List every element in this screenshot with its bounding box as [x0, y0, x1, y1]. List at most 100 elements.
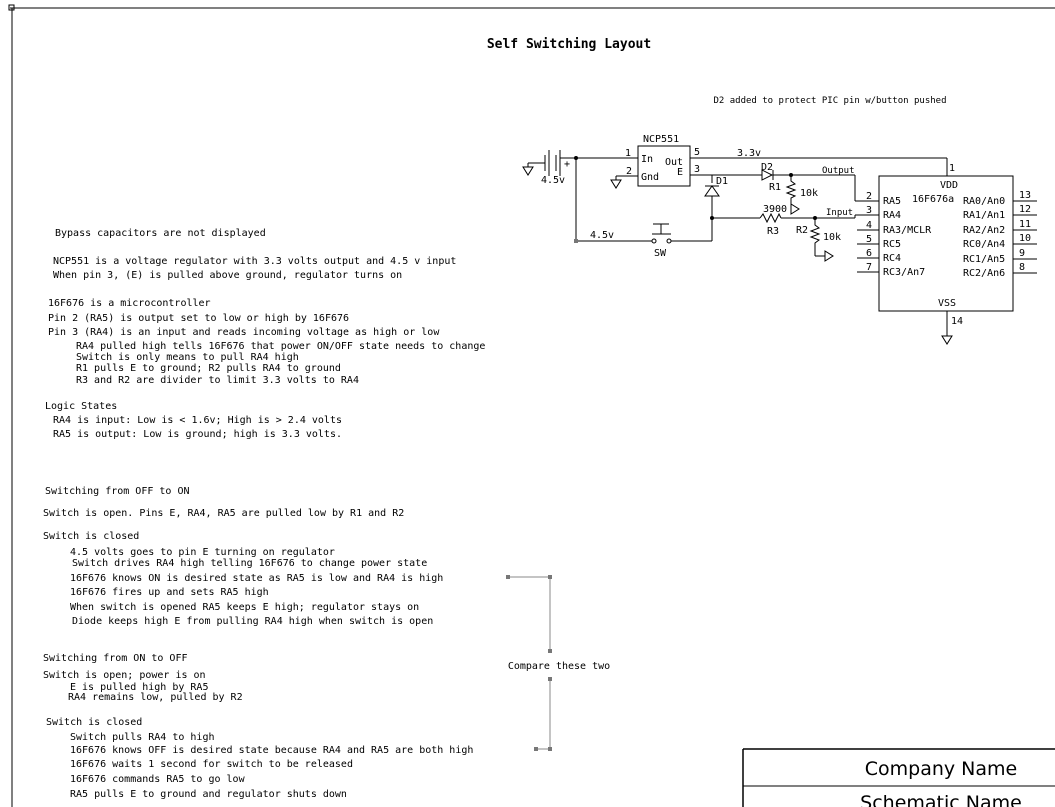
company-name: Company Name: [865, 758, 1017, 780]
d2-note: D2 added to protect PIC pin w/button pus…: [714, 96, 947, 106]
regulator-body: [637, 145, 691, 187]
ground-symbol-mcu: [941, 335, 953, 345]
regulator-pin-gnd-label: Gnd: [641, 172, 659, 183]
regulator-pin3-num: 3: [694, 164, 700, 175]
regulator-name: NCP551: [643, 134, 679, 145]
regulator-pin5-num: 5: [694, 147, 700, 158]
regulator-pin1-num: 1: [625, 148, 631, 159]
mcu-pin-name: RA1/An1: [963, 210, 1005, 221]
mcu-pin-name: RA5: [883, 196, 901, 207]
resistor-r2: [809, 218, 821, 256]
regulator-pin-out-label: Out: [665, 157, 683, 168]
mcu-pin-number: 11: [1019, 219, 1031, 230]
regulator-pin-e-label: E: [677, 167, 683, 178]
mcu-pin-name: RC1/An5: [963, 254, 1005, 265]
mcu-pin-name: RA3/MCLR: [883, 225, 932, 236]
note-line: E is pulled high by RA5: [70, 682, 208, 693]
battery-voltage-label: 4.5v: [541, 175, 565, 186]
compare-bracket: [506, 575, 552, 751]
diode-d1: [704, 185, 720, 197]
note-line: 4.5 volts goes to pin E turning on regul…: [70, 547, 335, 558]
switch-ref: SW: [654, 248, 667, 259]
mcu-pin-name: RC2/An6: [963, 268, 1005, 279]
note-line: 16F676 knows OFF is desired state becaus…: [70, 745, 473, 756]
page-title: Self Switching Layout: [487, 37, 651, 52]
schematic-name: Schematic Name: [860, 792, 1022, 807]
note-line: RA4 remains low, pulled by R2: [68, 692, 243, 703]
r1-value: 10k: [800, 188, 818, 199]
r2-ref: R2: [796, 225, 808, 236]
mcu-pin-name: RA4: [883, 210, 901, 221]
mcu-pin1-num: 1: [949, 163, 955, 174]
mcu-pin-name: RC5: [883, 239, 901, 250]
note-line: Switch is open; power is on: [43, 670, 206, 681]
regulator-pin2-num: 2: [626, 166, 632, 177]
note-line: RA5 is output: Low is ground; high is 3.…: [53, 429, 342, 440]
regulator-pin-in-label: In: [641, 154, 653, 165]
d1-label: D1: [716, 176, 728, 187]
note-line: 16F676 is a microcontroller: [48, 298, 211, 309]
mcu-pin-number: 10: [1019, 233, 1031, 244]
mcu-pin-name: RC3/An7: [883, 267, 925, 278]
mcu-pin-number: 7: [866, 262, 872, 273]
mcu-pin-number: 8: [1019, 262, 1025, 273]
note-line: Logic States: [45, 401, 117, 412]
note-line: When pin 3, (E) is pulled above ground, …: [53, 270, 402, 281]
note-line: Switch pulls RA4 to high: [70, 732, 215, 743]
mcu-pin-name: RC0/An4: [963, 239, 1005, 250]
r2-value: 10k: [823, 232, 841, 243]
note-line: Switch is open. Pins E, RA4, RA5 are pul…: [43, 508, 404, 519]
mcu-pin-number: 4: [866, 220, 872, 231]
net-45v-label: 4.5v: [590, 230, 614, 241]
note-line: Switch is closed: [43, 531, 139, 542]
r1-ref: R1: [769, 182, 781, 193]
note-line: Switch drives RA4 high telling 16F676 to…: [72, 558, 427, 569]
mcu-left-pins: 2 RA5 3 RA4 4 RA3/MCLR 5 RC5 6 RC4 7 RC3/An7: [857, 191, 932, 278]
wire-end-marker: [574, 239, 578, 243]
mcu-pin-number: 12: [1019, 204, 1031, 215]
note-line: 16F676 commands RA5 to go low: [70, 774, 246, 785]
note-line: R1 pulls E to ground; R2 pulls RA4 to gr…: [76, 363, 341, 374]
battery-symbol: [522, 150, 561, 176]
net-input-label: Input: [826, 208, 853, 218]
sheet-corner-marker: [8, 4, 15, 11]
mcu-pin-number: 13: [1019, 190, 1031, 201]
resistor-r3: [759, 212, 782, 224]
push-switch: [651, 223, 672, 244]
r3-ref: R3: [767, 226, 779, 237]
note-line: RA4 pulled high tells 16F676 that power …: [76, 341, 485, 352]
note-line: 16F676 fires up and sets RA5 high: [70, 587, 269, 598]
net-33v-label: 3.3v: [737, 148, 761, 159]
mcu-pin-number: 2: [866, 191, 872, 202]
note-line: RA5 pulls E to ground and regulator shut…: [70, 789, 347, 800]
resistor-r1: [785, 175, 797, 205]
mcu-pin-name: RA2/An2: [963, 225, 1005, 236]
note-line: NCP551 is a voltage regulator with 3.3 v…: [53, 256, 456, 267]
mcu-pin-number: 3: [866, 205, 872, 216]
r3-value: 3900: [763, 204, 787, 215]
note-line: Switching from OFF to ON: [45, 486, 190, 497]
mcu-pin-name: RC4: [883, 253, 901, 264]
note-line: Switch is closed: [46, 717, 142, 728]
mcu-pin-number: 6: [866, 248, 872, 259]
battery-plus-label: +: [564, 159, 570, 170]
note-line: Diode keeps high E from pulling RA4 high…: [72, 616, 433, 627]
notes-text: Bypass capacitors are not displayedNCP55…: [43, 228, 485, 800]
mcu-pin-name: RA0/An0: [963, 196, 1005, 207]
note-line: RA4 is input: Low is < 1.6v; High is > 2…: [53, 415, 342, 426]
mcu-pin-number: 5: [866, 234, 872, 245]
mcu-vdd-label: VDD: [940, 180, 958, 191]
note-line: Switching from ON to OFF: [43, 653, 188, 664]
mcu-vss-label: VSS: [938, 298, 956, 309]
compare-label: Compare these two: [508, 661, 610, 672]
note-line: Bypass capacitors are not displayed: [55, 228, 266, 239]
note-line: R3 and R2 are divider to limit 3.3 volts…: [76, 375, 359, 386]
ground-symbol-r1: [790, 203, 800, 215]
note-line: Switch is only means to pull RA4 high: [76, 352, 299, 363]
note-line: When switch is opened RA5 keeps E high; …: [70, 602, 419, 613]
net-output-label: Output: [822, 166, 855, 176]
ground-symbol-regulator: [610, 179, 622, 189]
ground-symbol-r2: [824, 250, 834, 262]
note-line: Pin 2 (RA5) is output set to low or high…: [48, 313, 349, 324]
